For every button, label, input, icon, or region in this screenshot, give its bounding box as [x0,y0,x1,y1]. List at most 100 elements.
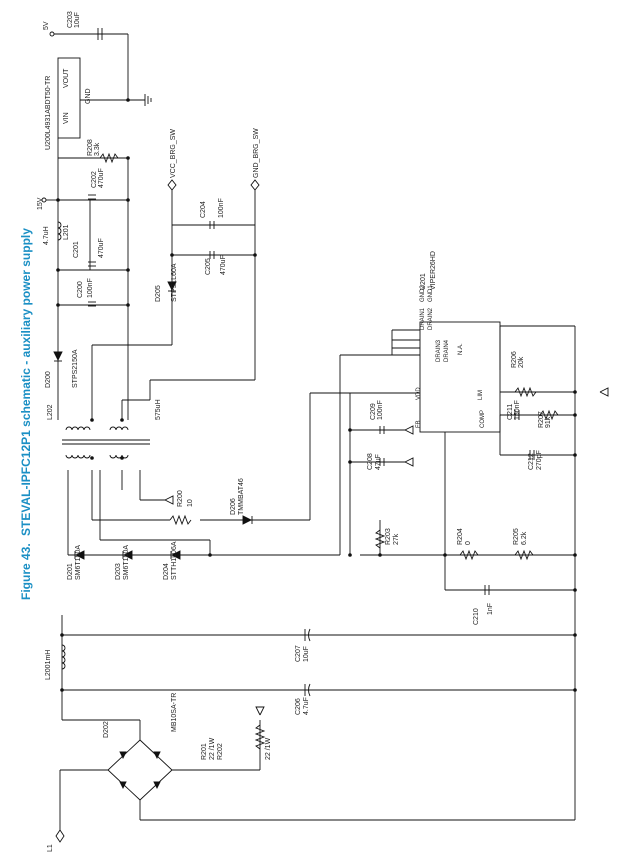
capacitor-c206 [304,683,311,697]
label-r207: R207 [538,411,545,428]
resistor-r200 [169,514,192,526]
resistor-r204 [459,549,479,561]
figure-caption: Figure 43. STEVAL-IPFC12P1 schematic - a… [19,228,33,600]
capacitor-c210 [484,585,490,595]
capacitor-c208 [379,458,385,466]
label-c203: C203 [67,11,74,28]
ground-symbol-u201 [599,387,609,397]
label-v5: 5V [43,21,50,30]
label-c212: C212 [528,453,535,470]
wire-network [44,33,576,830]
label-pin-fb: FB [416,420,422,428]
label-c210: C210 [473,608,480,625]
capacitor-c202 [88,194,96,200]
capacitor-c201 [88,261,96,267]
label-r202v: 22 /1W [265,737,272,760]
label-c212v: 270pF [536,450,543,470]
label-r200v: 10 [187,499,194,507]
label-d205: D205 [155,285,162,302]
label-r201v: 22 /1W [209,737,216,760]
label-d202: D202 [103,721,110,738]
label-pin-gnd2: GND2 [420,285,426,302]
label-pin-comp: COMP [480,410,486,428]
label-l201v: 4.7uH [43,226,50,245]
figure-caption-text: Figure 43. STEVAL-IPFC12P1 schematic - a… [19,228,33,600]
capacitor-c209 [379,426,385,434]
label-c208: C208 [367,453,374,470]
label-c202v: 470uF [98,168,105,188]
capacitor-c203 [97,28,103,40]
label-r203: R203 [385,528,392,545]
diode-d205 [167,281,177,292]
label-c207v: 10uF [303,646,310,662]
resistor-r205 [514,549,534,561]
label-r206v: 20k [518,356,525,368]
resistor-r207 [539,409,559,421]
label-c200: C200 [77,281,84,298]
terminal-5v [49,31,55,37]
label-c201: C201 [73,241,80,258]
label-d202v: MB10SA-TR [171,693,178,732]
label-c205v: 470uF [220,255,227,275]
label-l202v: 575uH [155,399,162,420]
ground-symbol-r200 [164,495,174,505]
label-c211: C211 [507,404,514,420]
label-r206: R206 [511,351,518,368]
diode-d206 [242,515,253,525]
label-u201: U201 [420,273,427,290]
label-c208v: 47uF [375,454,382,470]
label-d203: D203 [115,563,122,580]
diode-d203 [122,550,133,560]
label-l201: L201 [63,224,70,240]
label-vin: VIN [63,112,70,124]
label-r202: R202 [217,743,224,760]
label-d206v: TMMBAT46 [238,478,245,515]
label-c209: C209 [370,403,377,420]
label-r208v: 3.3k [94,142,101,156]
label-pin-drain2: DRAIN2 [428,307,434,330]
ground-symbol-c209 [404,425,414,435]
capacitor-c204 [209,221,215,229]
label-c206v: 4.7uF [303,697,310,715]
label-pin-drain4: DRAIN4 [444,339,450,362]
inductor-l2001 [61,644,66,670]
label-c205: C205 [205,258,212,275]
label-u201v: VIPER26HD [430,251,437,290]
label-l1: L1 [47,844,54,852]
bridge-rectifier-d202 [107,739,173,801]
label-d205v: STPS1L60A [171,263,178,302]
label-c204v: 100nF [218,198,225,218]
terminal-15v [41,197,47,203]
resistor-r201-r202 [254,724,266,750]
inductor-l201 [57,221,62,241]
label-l202: L202 [47,404,54,420]
label-vcc-brg: VCC_BRG_SW [170,129,177,178]
figure-number: Figure 43. [19,543,33,600]
label-r205: R205 [513,528,520,545]
label-c207: C207 [295,645,302,662]
diode-d204 [170,550,181,560]
resistor-r208 [99,152,119,164]
label-v15: 15V [37,197,44,210]
label-d204v: STTH1L06A [171,541,178,580]
net-flag-gnd-brg [250,179,260,191]
capacitor-c200 [88,301,96,307]
label-r203v: 27k [393,533,400,545]
label-r204v: 0 [465,541,472,545]
label-r207v: 91k [545,416,552,428]
component-symbols [41,28,609,843]
label-pin-na: N.A. [458,343,464,355]
label-pin-drain3: DRAIN3 [436,339,442,362]
label-vout: VOUT [63,68,70,88]
transformer-l202 [62,426,150,459]
label-gnd-brg: GND_BRG_SW [253,128,260,178]
figure-title: STEVAL-IPFC12P1 schematic - auxiliary po… [19,228,33,536]
label-gnd: GND [85,88,92,104]
ground-symbol-reg [144,94,152,106]
label-c209v: 100nF [377,400,384,420]
label-reg-name: U200L4931ABDT50-TR [45,76,52,150]
label-l2001: L2001mH [45,650,52,680]
label-r201: R201 [201,743,208,760]
ground-symbol-c208 [404,457,414,467]
